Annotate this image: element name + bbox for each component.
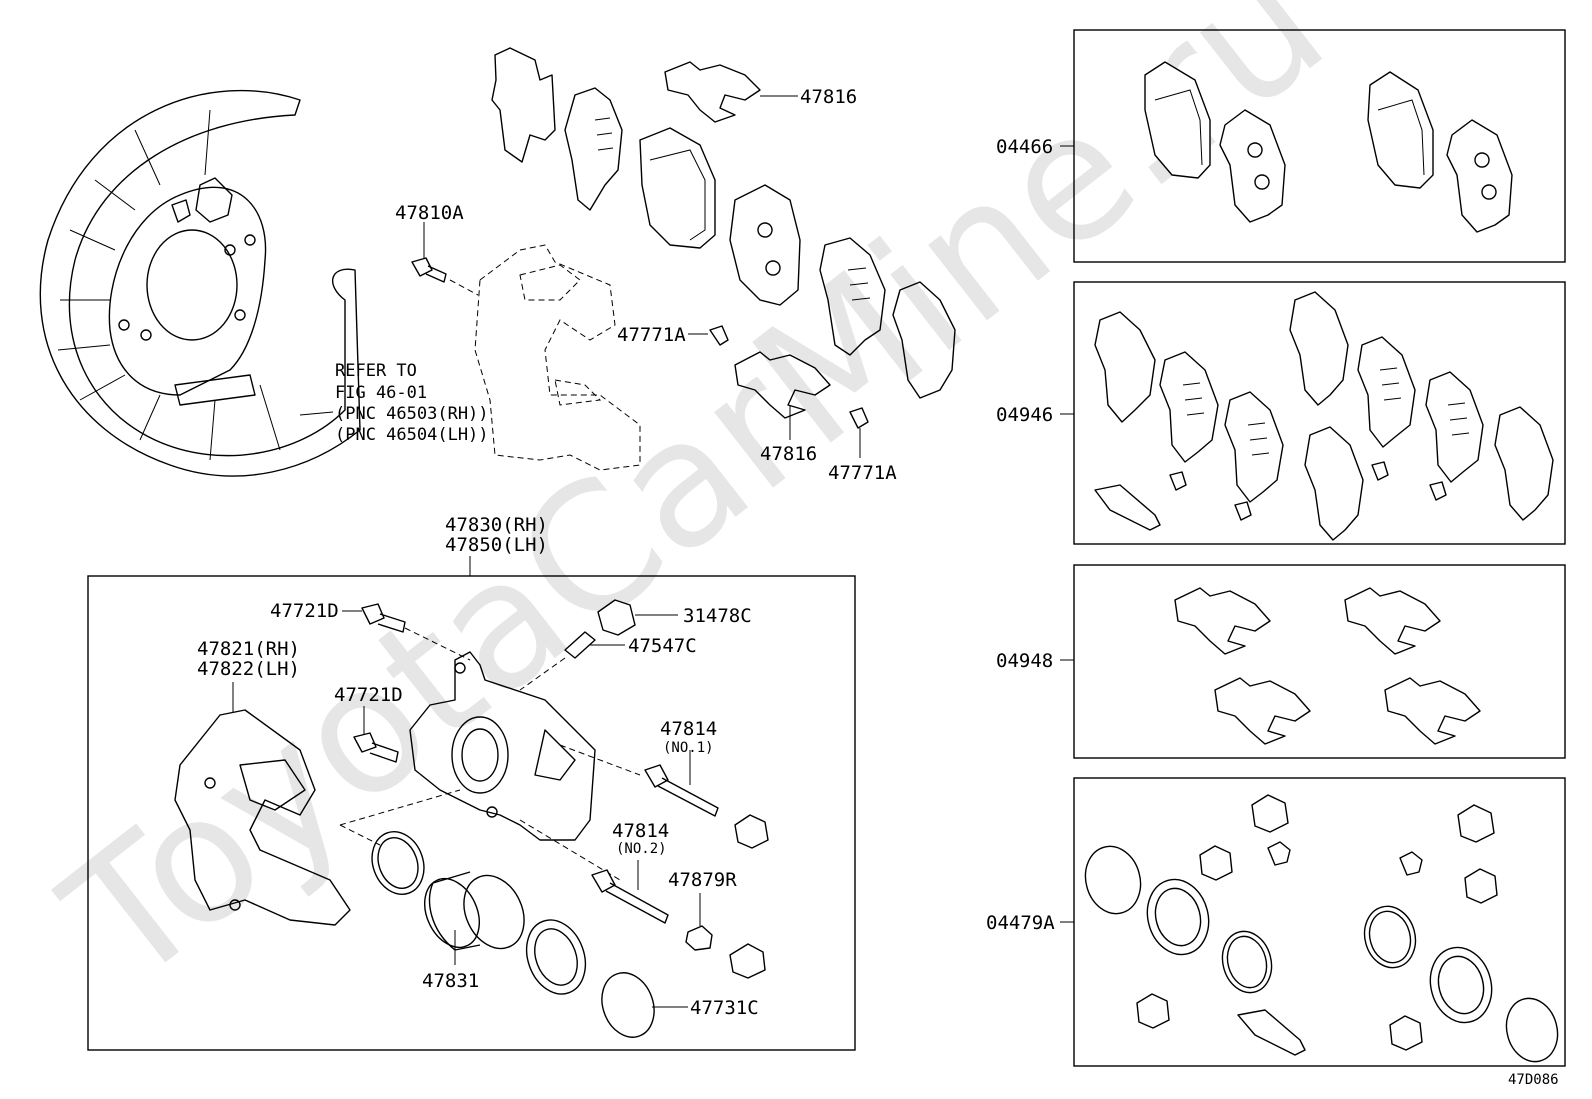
dust-shield-drawing: [39, 89, 361, 477]
bolt-47721D-mid: [353, 706, 399, 763]
pin-boot-lower: [729, 943, 766, 979]
label-kit-04479A: 04479A: [986, 912, 1055, 934]
label-kit-04466: 04466: [996, 136, 1053, 158]
caliper-support-upper: [449, 244, 641, 471]
bolt-47721D-top: [342, 603, 471, 661]
bolt-47810A: [411, 222, 447, 283]
label-47879R: 47879R: [668, 869, 737, 891]
label-47721D-mid: 47721D: [334, 684, 403, 706]
piston-boot: [525, 919, 587, 995]
label-31478C: 31478C: [683, 605, 752, 627]
caliper-mount-47821: [174, 682, 351, 926]
label-47831: 47831: [422, 970, 479, 992]
cap-47731C: [601, 972, 688, 1038]
anti-squeal-shim-top: [664, 61, 798, 123]
svg-text:(PNC 46503(RH)): (PNC 46503(RH)): [335, 404, 489, 424]
caliper-assembly-box: [87, 575, 856, 1051]
pad-shims-top: [491, 47, 956, 399]
label-47814-no1: 47814: [660, 718, 717, 740]
caliper-body: [339, 651, 641, 881]
kit-04948-box: [1060, 564, 1566, 759]
diagram-code: 47D086: [1508, 1072, 1559, 1088]
label-47547C: 47547C: [628, 635, 697, 657]
label-47821: 47821(RH): [197, 638, 300, 660]
kit-04466-box: [1060, 29, 1566, 263]
label-47771A-mid: 47771A: [828, 462, 897, 484]
label-47721D-top: 47721D: [270, 600, 339, 622]
piston-seal: [371, 831, 425, 895]
anti-squeal-shim-mid: [734, 351, 831, 440]
slide-pin-47814-no2: [591, 860, 669, 924]
piston-47831: [424, 871, 525, 965]
label-47850: 47850(LH): [445, 534, 548, 556]
kit-04946-box: [1060, 281, 1566, 545]
label-47810A: 47810A: [395, 202, 464, 224]
label-47816-mid: 47816: [760, 443, 817, 465]
refer-to-note: REFER TO FIG 46-01 (PNC 46503(RH)) (PNC …: [299, 361, 489, 445]
label-47822: 47822(LH): [197, 658, 300, 680]
label-47814-no2: 47814: [612, 820, 669, 842]
svg-text:FIG 46-01: FIG 46-01: [335, 383, 427, 403]
label-47830: 47830(RH): [445, 514, 548, 536]
label-47814-no2-sub: (NO.2): [616, 841, 667, 857]
label-kit-04946: 04946: [996, 404, 1053, 426]
clip-47771A-mid: [849, 407, 869, 458]
bushing-47879R: [685, 893, 713, 951]
bleeder-47547C: [519, 631, 625, 691]
boot-31478C: [597, 599, 678, 636]
svg-text:(PNC 46504(LH)): (PNC 46504(LH)): [335, 425, 489, 445]
label-47771A-left: 47771A: [617, 324, 686, 346]
label-kit-04948: 04948: [996, 650, 1053, 672]
slide-pin-47814-no1: [644, 750, 719, 817]
label-47816-top: 47816: [800, 86, 857, 108]
label-47814-no1-sub: (NO.1): [663, 740, 714, 756]
label-47731C: 47731C: [690, 997, 759, 1019]
svg-text:REFER TO: REFER TO: [335, 361, 417, 381]
pin-boot-right: [734, 814, 769, 849]
clip-47771A-left: [688, 325, 729, 346]
kit-04479A-box: [1060, 777, 1566, 1067]
